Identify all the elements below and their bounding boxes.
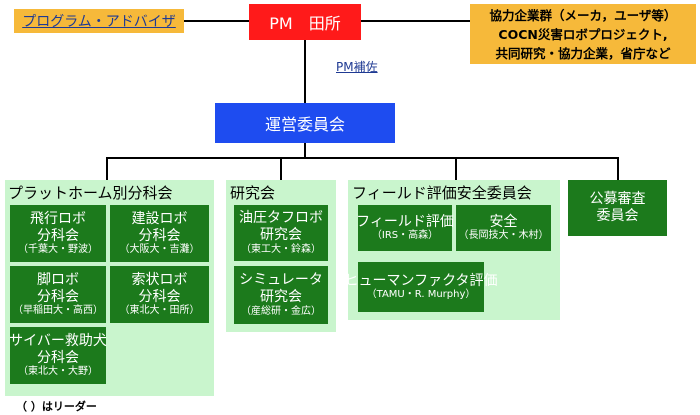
connector-drop-field [455, 157, 457, 180]
research-group: 研究会 油圧タフロボ 研究会 （東工大・鈴森） シミュレータ 研究会 （産総研・… [226, 180, 336, 332]
unit-name: 建設ロボ [131, 210, 188, 227]
unit-name: 委員会 [596, 208, 639, 224]
group-title: プラットホーム別分科会 [8, 184, 173, 202]
unit-name: 飛行ロボ [30, 210, 86, 227]
subcommittee-box: 脚ロボ 分科会 （早稲田大・高西） [10, 266, 106, 323]
unit-leader: （産総研・金広） [241, 305, 321, 317]
public-review-committee-box: 公募審査 委員会 [568, 180, 667, 236]
research-box: シミュレータ 研究会 （産総研・金広） [234, 266, 328, 324]
research-box: 油圧タフロボ 研究会 （東工大・鈴森） [234, 205, 328, 261]
platform-subcommittee-group: プラットホーム別分科会 飛行ロボ 分科会 （千葉大・野波） 建設ロボ 分科会 （… [5, 180, 214, 396]
pm-assistant-label: PM補佐 [336, 60, 378, 74]
subcommittee-box: 索状ロボ 分科会 （東北大・田所） [110, 266, 209, 323]
field-eval-box: フィールド評価 （IRS・高森） [356, 205, 454, 251]
unit-name: 分科会 [138, 227, 181, 244]
unit-name: 分科会 [37, 288, 79, 305]
pm-box: PM 田所 [249, 4, 361, 40]
unit-leader: （IRS・高森） [371, 230, 439, 242]
unit-name: 安全 [489, 213, 518, 230]
partners-line: 共同研究・協力企業，省庁など [495, 46, 671, 61]
unit-leader: （東工大・鈴森） [241, 243, 321, 255]
unit-name: 分科会 [138, 288, 181, 305]
subcommittee-box: サイバー救助犬 分科会 （東北大・大野） [9, 327, 107, 384]
unit-name: サイバー救助犬 [9, 332, 107, 349]
unit-leader: （東北大・田所） [119, 305, 200, 317]
steering-committee-box: 運営委員会 [215, 103, 395, 143]
unit-leader: （東北大・大野） [18, 366, 98, 378]
unit-leader: （長岡技大・木村） [458, 230, 549, 242]
group-title: 研究会 [230, 184, 276, 202]
field-safety-group: フィールド評価安全委員会 フィールド評価 （IRS・高森） 安全 （長岡技大・木… [344, 180, 560, 320]
connector-mid-horizontal [106, 157, 618, 159]
unit-leader: （千葉大・野波） [18, 244, 98, 256]
unit-name: 公募審査 [589, 191, 646, 208]
unit-name: 分科会 [37, 349, 79, 366]
safety-box: 安全 （長岡技大・木村） [456, 205, 551, 251]
unit-name: 油圧タフロボ [239, 210, 323, 227]
unit-name: 研究会 [260, 227, 302, 243]
unit-leader: （大阪大・吉灘） [119, 244, 200, 256]
unit-name: シミュレータ [239, 272, 323, 289]
unit-leader: （早稲田大・高西） [13, 305, 103, 317]
connector-drop-audit [617, 157, 619, 180]
unit-name: 脚ロボ [37, 271, 79, 288]
connector-pm-vertical [304, 40, 306, 103]
program-advisor-box: プログラム・アドバイザ [14, 9, 184, 33]
human-factor-box: ヒューマンファクタ評価 （TAMU・R. Murphy） [344, 262, 498, 312]
unit-leader: （TAMU・R. Murphy） [366, 289, 476, 301]
subcommittee-box: 建設ロボ 分科会 （大阪大・吉灘） [110, 205, 209, 262]
unit-name: 研究会 [260, 289, 302, 305]
leader-legend: （ ）はリーダー [16, 400, 97, 413]
connector-drop-platform [106, 157, 108, 180]
partners-line: COCN災害ロボプロジェクト, [498, 27, 668, 42]
connector-drop-research [280, 157, 282, 180]
group-title: フィールド評価安全委員会 [352, 184, 532, 202]
unit-name: 分科会 [37, 227, 79, 244]
unit-name: 索状ロボ [131, 271, 188, 288]
unit-name: ヒューマンファクタ評価 [344, 272, 498, 289]
unit-name: フィールド評価 [356, 213, 454, 230]
subcommittee-box: 飛行ロボ 分科会 （千葉大・野波） [10, 205, 106, 262]
connector-committee-down [304, 143, 306, 157]
partners-box: 協力企業群（メーカ，ユーザ等） COCN災害ロボプロジェクト, 共同研究・協力企… [470, 4, 696, 64]
partners-line: 協力企業群（メーカ，ユーザ等） [489, 8, 677, 23]
